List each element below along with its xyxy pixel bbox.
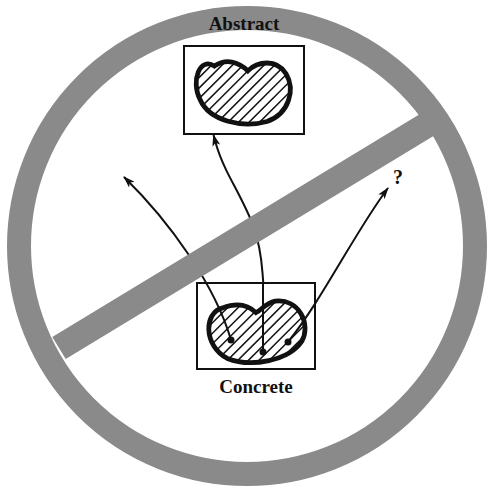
- sign-slash: [59, 120, 435, 348]
- hatch-line: [301, 47, 303, 133]
- blob-outline: [209, 301, 305, 363]
- hatch-line: [220, 284, 304, 368]
- hatch-line: [185, 47, 219, 133]
- hatch-line: [230, 284, 314, 368]
- hatch-line: [249, 47, 303, 133]
- blob-outline: [196, 62, 290, 124]
- question-mark: ?: [393, 166, 403, 189]
- hatched-region: [185, 47, 303, 133]
- hatched-region: [198, 284, 314, 368]
- concept-box: Abstract: [183, 45, 305, 135]
- leader-line: [262, 284, 264, 352]
- concept-box: Concrete: [196, 282, 316, 370]
- box-heading: Concrete: [219, 376, 293, 398]
- box-heading: Abstract: [209, 13, 280, 35]
- hatch-line: [199, 284, 283, 368]
- sign-ring: [19, 18, 475, 474]
